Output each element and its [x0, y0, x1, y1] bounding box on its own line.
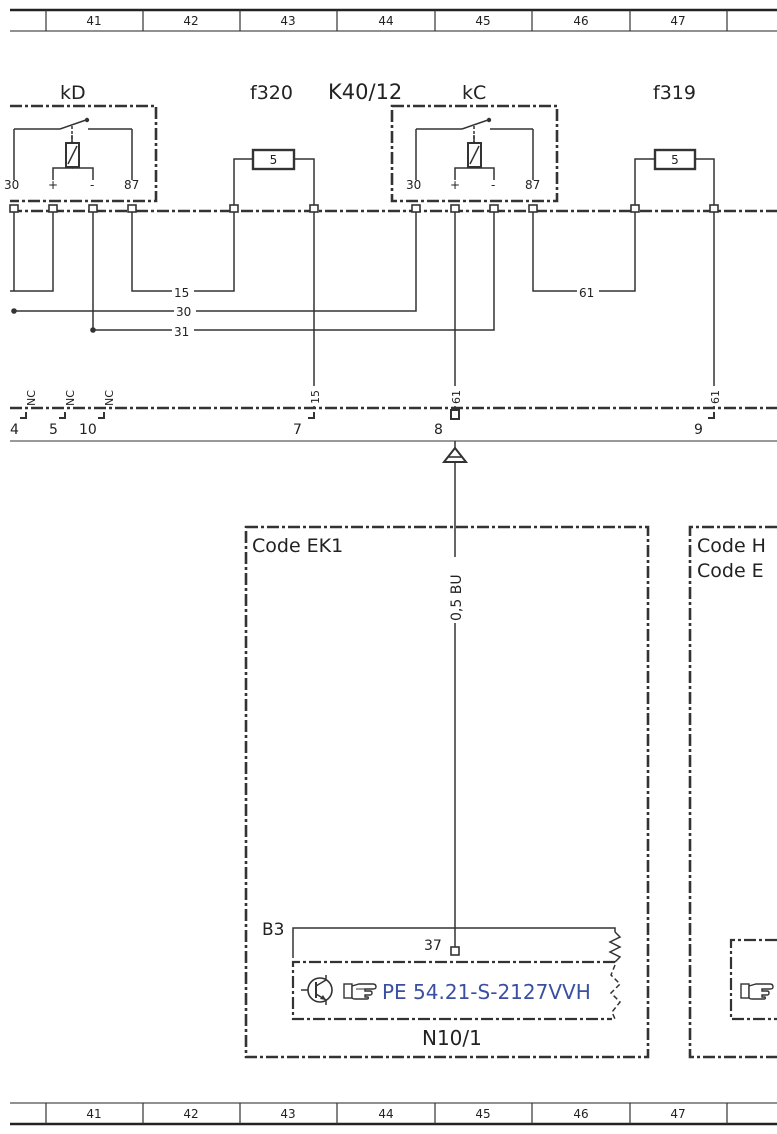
kc-pin-30: 30 [406, 178, 421, 192]
fuse-f320-rating: 5 [270, 153, 278, 167]
code-right-title-2: Code E [697, 560, 764, 582]
ruler-col-41: 41 [86, 1107, 101, 1121]
wire-31-label: 31 [174, 325, 189, 339]
fuse-f319-rating: 5 [671, 153, 679, 167]
fuse-f320-label: f320 [250, 82, 293, 104]
ruler-col-45: 45 [475, 14, 490, 28]
code-right-title-1: Code H [697, 535, 766, 557]
wire-15-label: 15 [174, 286, 189, 300]
transistor-symbol-icon [301, 975, 333, 1005]
continuation-arrow-icon [441, 446, 469, 463]
code-ek1-title: Code EK1 [252, 535, 343, 557]
ruler-col-44: 44 [378, 1107, 393, 1121]
fuse-f319-label: f319 [653, 82, 696, 104]
pin-tag-61-a: 61 [450, 390, 463, 404]
bottom-ruler: 41 42 43 44 45 46 47 [10, 1102, 777, 1126]
connector-pin-10: 10 [79, 422, 97, 438]
sensor-b3-label: B3 [262, 920, 284, 940]
connector-pin-4: 4 [10, 422, 19, 438]
relay-kd: 30 + - 87 [4, 104, 158, 203]
kd-pin-87: 87 [124, 178, 139, 192]
kc-pin-minus: - [491, 178, 495, 192]
code-ek1-box: Code EK1 0,5 BU B3 37 [244, 462, 650, 1059]
relay-kc: 30 + - 87 [390, 104, 559, 203]
kc-pin-plus: + [450, 178, 460, 192]
ruler-col-46: 46 [573, 14, 588, 28]
ruler-col-42: 42 [183, 14, 198, 28]
kd-pin-plus: + [48, 178, 58, 192]
module-terminals [9, 204, 719, 213]
top-ruler: 41 42 43 44 45 46 47 [10, 8, 777, 32]
ruler-col-43: 43 [280, 14, 295, 28]
ruler-col-41: 41 [86, 14, 101, 28]
kc-pin-87: 87 [525, 178, 540, 192]
wire-30-label: 30 [176, 305, 191, 319]
fuse-f320: 5 [233, 148, 315, 208]
pin-tag-15: 15 [309, 390, 322, 404]
relay-kc-label: kC [462, 82, 486, 104]
pin-tag-nc-1: NC [25, 390, 38, 406]
module-label: K40/12 [328, 80, 402, 104]
wire-spec-label: 0,5 BU [449, 574, 465, 621]
connector-pin-5: 5 [49, 422, 58, 438]
connector-pin-7: 7 [293, 422, 302, 438]
pin-tag-61-b: 61 [709, 390, 722, 404]
fuse-f319: 5 [634, 148, 715, 208]
kd-pin-30: 30 [4, 178, 19, 192]
reference-link[interactable]: PE 54.21-S-2127VVH [382, 980, 591, 1004]
pointing-hand-icon[interactable] [343, 983, 377, 1000]
connector-pins [20, 409, 715, 420]
wire-61-label: 61 [579, 286, 594, 300]
ruler-col-42: 42 [183, 1107, 198, 1121]
pin-tag-nc-2: NC [64, 390, 77, 406]
ruler-col-43: 43 [280, 1107, 295, 1121]
relay-kd-label: kD [60, 82, 86, 104]
pin-tag-nc-3: NC [103, 390, 116, 406]
ruler-col-47: 47 [670, 1107, 685, 1121]
ruler-col-44: 44 [378, 14, 393, 28]
ruler-col-45: 45 [475, 1107, 490, 1121]
pin-37-label: 37 [424, 938, 442, 954]
connector-pin-9: 9 [694, 422, 703, 438]
unit-n10-1-label: N10/1 [422, 1026, 482, 1050]
ruler-col-47: 47 [670, 14, 685, 28]
connector-pin-8: 8 [434, 422, 443, 438]
wires [10, 212, 715, 408]
kd-pin-minus: - [90, 178, 94, 192]
code-right-box: Code H Code E [688, 525, 777, 1059]
pointing-hand-icon[interactable] [740, 983, 774, 1000]
ruler-col-46: 46 [573, 1107, 588, 1121]
